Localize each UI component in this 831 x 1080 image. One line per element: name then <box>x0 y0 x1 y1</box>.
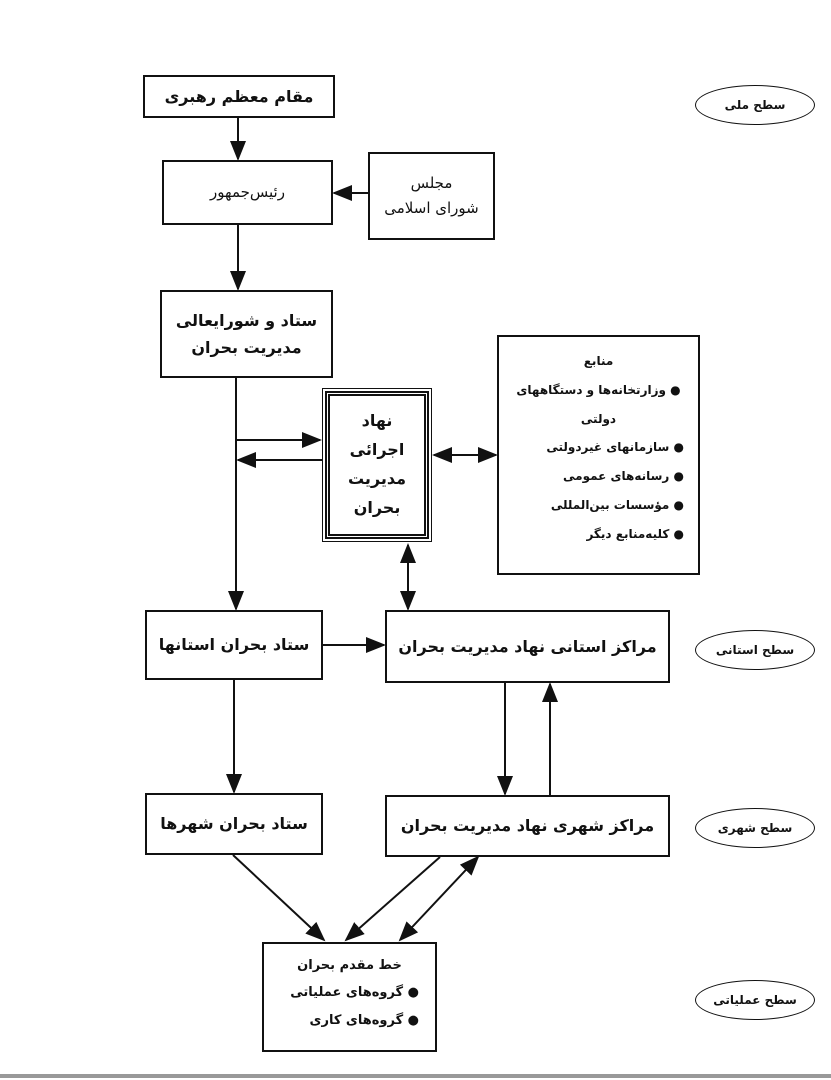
crisis-council-box: ستاد و شورایعالی مدیریت بحران <box>160 290 333 378</box>
resources-title: منابع <box>583 354 614 368</box>
box-label: مدیریت بحران <box>191 338 302 357</box>
level-label: سطح عملیاتی <box>713 993 797 1007</box>
box-label: شورای اسلامی <box>384 199 479 217</box>
box-label: ستاد بحران شهرها <box>160 814 308 834</box>
level-label: سطح ملی <box>724 98 786 112</box>
level-operational: سطح عملیاتی <box>695 980 815 1020</box>
list-item: گروه‌های کاری <box>310 1007 419 1034</box>
bottom-border <box>0 1074 831 1078</box>
provincial-centers-box: مراکز استانی نهاد مدیریت بحران <box>385 610 670 683</box>
list-item: سازمانهای غیردولتی <box>546 433 684 462</box>
box-label: مدیریت <box>347 469 407 488</box>
box-label: ستاد و شورایعالی <box>175 310 318 330</box>
provincial-staff-box: ستاد بحران استانها <box>145 610 323 680</box>
supreme-leader-box: مقام معظم رهبری <box>143 75 335 118</box>
city-centers-box: مراکز شهری نهاد مدیریت بحران <box>385 795 670 857</box>
level-city: سطح شهری <box>695 808 815 848</box>
box-label: اجرائی <box>349 440 405 460</box>
executive-body-box: نهاد اجرائی مدیریت بحران <box>322 388 432 542</box>
box-label: مراکز شهری نهاد مدیریت بحران <box>400 816 655 836</box>
parliament-box: مجلس شورای اسلامی <box>368 152 495 240</box>
box-label: نهاد <box>361 411 393 431</box>
box-label: ستاد بحران استانها <box>158 635 310 655</box>
president-box: رئیس‌جمهور <box>162 160 333 225</box>
city-staff-box: ستاد بحران شهرها <box>145 793 323 855</box>
list-item: وزارتخانه‌ها و دستگاههای دولتی <box>513 376 684 434</box>
resources-box: منابع وزارتخانه‌ها و دستگاههای دولتی ساز… <box>497 335 700 575</box>
level-provincial: سطح استانی <box>695 630 815 670</box>
level-label: سطح شهری <box>717 821 793 835</box>
box-label: رئیس‌جمهور <box>210 182 285 201</box>
list-item: رسانه‌های عمومی <box>563 462 684 491</box>
front-line-box: خط مقدم بحران گروه‌های عملیاتی گروه‌های … <box>262 942 437 1052</box>
box-label: مقام معظم رهبری <box>164 86 314 106</box>
front-title: خط مقدم بحران <box>297 958 402 973</box>
list-item: کلیه‌منابع دیگر <box>586 520 684 549</box>
list-item: گروه‌های عملیاتی <box>290 979 419 1006</box>
level-national: سطح ملی <box>695 85 815 125</box>
list-item: مؤسسات بین‌المللی <box>551 491 684 520</box>
box-label: مجلس <box>410 173 453 192</box>
level-label: سطح استانی <box>715 643 795 657</box>
box-label: مراکز استانی نهاد مدیریت بحران <box>398 636 657 656</box>
box-label: بحران <box>353 497 401 517</box>
